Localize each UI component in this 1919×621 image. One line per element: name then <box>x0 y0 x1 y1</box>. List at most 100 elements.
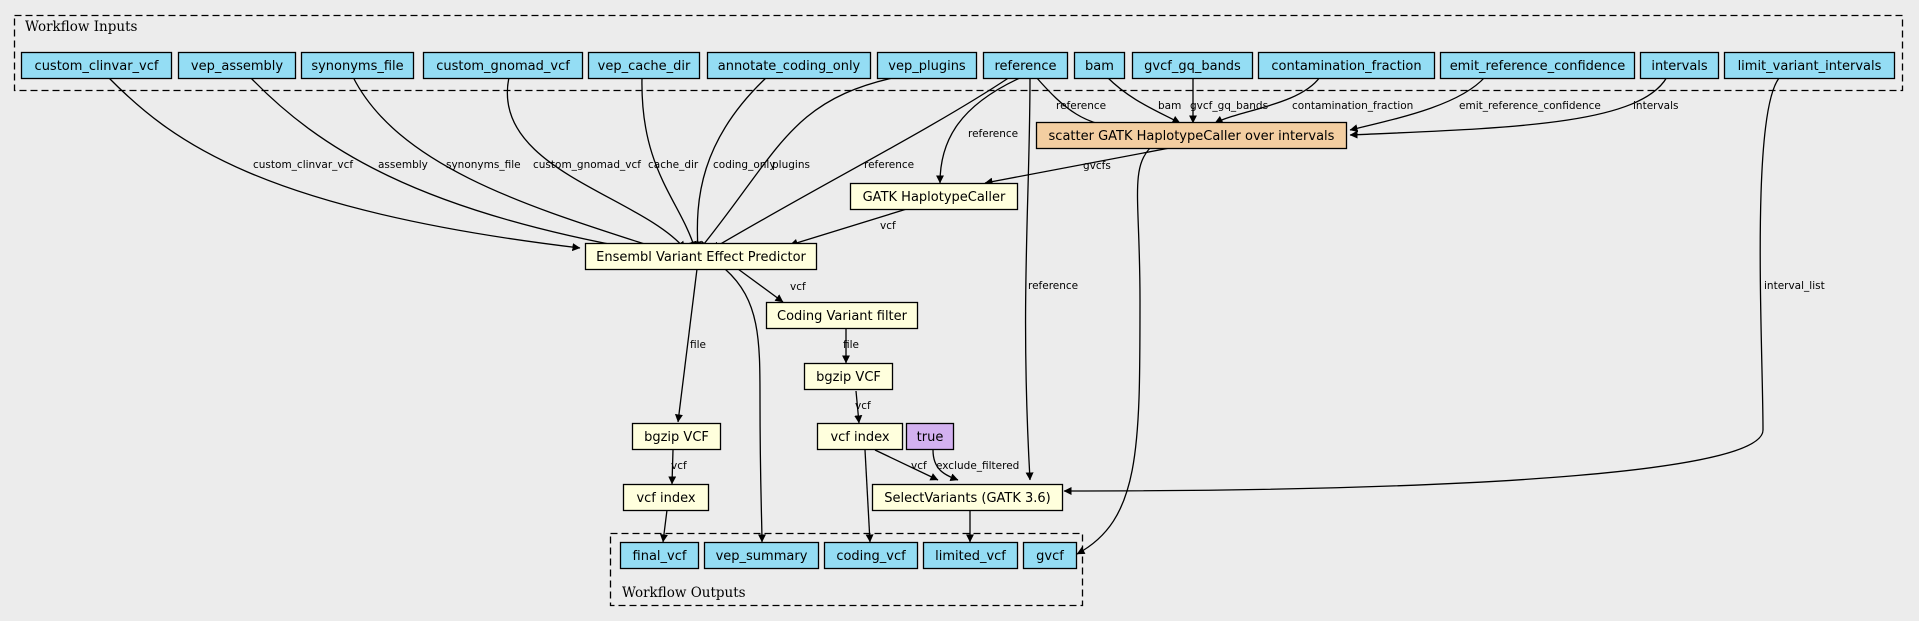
edge-label-synonyms: synonyms_file <box>446 159 521 171</box>
edge-index-coding <box>864 449 874 543</box>
svg-text:GATK HaplotypeCaller: GATK HaplotypeCaller <box>863 190 1006 205</box>
input-node-vep-assembly[interactable]: vep_assembly <box>177 51 297 80</box>
edge-scatter-gvcf <box>1076 147 1151 555</box>
svg-text:gvcf_gq_bands: gvcf_gq_bands <box>1144 59 1241 74</box>
input-node-vep-cache-dir[interactable]: vep_cache_dir <box>587 51 701 80</box>
input-node-annotate-coding-only[interactable]: annotate_coding_only <box>706 51 872 80</box>
inputs-cluster: Workflow Inputs <box>13 14 1904 92</box>
input-node-intervals[interactable]: intervals <box>1639 51 1720 80</box>
svg-text:limited_vcf: limited_vcf <box>935 549 1006 564</box>
edge-vep-summary <box>724 268 766 543</box>
input-node-emit-reference-confidence[interactable]: emit_reference_confidence <box>1439 51 1636 80</box>
edge-interval-list <box>1063 76 1781 495</box>
edge-label-bgzip2-vcf: vcf <box>671 460 687 472</box>
edge-intervals <box>1349 76 1668 139</box>
edge-label-clinvar: custom_clinvar_vcf <box>253 159 353 171</box>
input-nodes: custom_clinvar_vcf vep_assembly synonyms… <box>20 51 1896 80</box>
edge-vep-file <box>674 268 698 423</box>
svg-text:Coding Variant filter: Coding Variant filter <box>777 309 908 324</box>
svg-text:synonyms_file: synonyms_file <box>311 59 403 74</box>
step-node-bgzip-final[interactable]: bgzip VCF <box>631 422 722 451</box>
edge-gnomad <box>506 76 686 250</box>
svg-text:vep_plugins: vep_plugins <box>888 59 966 74</box>
output-node-gvcf[interactable]: gvcf <box>1022 541 1078 570</box>
input-node-limit-variant-intervals[interactable]: limit_variant_intervals <box>1723 51 1896 80</box>
input-node-custom-clinvar-vcf[interactable]: custom_clinvar_vcf <box>20 51 173 80</box>
output-node-limited-vcf[interactable]: limited_vcf <box>922 541 1019 570</box>
svg-text:Ensembl Variant Effect Predict: Ensembl Variant Effect Predictor <box>596 250 806 265</box>
edge-coding-only <box>693 76 768 250</box>
step-node-vcf-index-final[interactable]: vcf index <box>622 483 710 512</box>
input-node-synonyms-file[interactable]: synonyms_file <box>300 51 415 80</box>
edge-index-final <box>659 509 668 543</box>
svg-text:bam: bam <box>1085 59 1114 74</box>
input-node-bam[interactable]: bam <box>1073 51 1126 80</box>
svg-text:coding_vcf: coding_vcf <box>836 549 906 564</box>
step-node-coding-filter[interactable]: Coding Variant filter <box>765 301 919 330</box>
edge-label-gvcfs: gvcfs <box>1083 160 1111 172</box>
svg-text:vep_summary: vep_summary <box>716 549 808 564</box>
output-node-vep-summary[interactable]: vep_summary <box>703 541 820 570</box>
edge-label-gnomad: custom_gnomad_vcf <box>533 159 641 171</box>
svg-text:intervals: intervals <box>1651 59 1708 74</box>
input-node-vep-plugins[interactable]: vep_plugins <box>876 51 978 80</box>
svg-text:bgzip VCF: bgzip VCF <box>644 430 709 445</box>
edge-vep-vcf <box>737 268 784 303</box>
output-node-final-vcf[interactable]: final_vcf <box>619 541 700 570</box>
svg-text:custom_clinvar_vcf: custom_clinvar_vcf <box>35 59 159 74</box>
svg-text:final_vcf: final_vcf <box>633 549 687 564</box>
output-node-coding-vcf[interactable]: coding_vcf <box>823 541 919 570</box>
edge-label-hc-vcf: vcf <box>880 220 896 232</box>
step-node-haplotypecaller[interactable]: GATK HaplotypeCaller <box>849 182 1019 211</box>
step-nodes: scatter GATK HaplotypeCaller over interv… <box>584 121 1348 512</box>
edge-contamination <box>1214 76 1321 124</box>
svg-text:vep_cache_dir: vep_cache_dir <box>598 59 691 74</box>
edge-label-index-vcf: vcf <box>911 460 927 472</box>
edge-ref-vep <box>711 76 1011 250</box>
edge-ref-select <box>1024 76 1034 481</box>
svg-text:scatter GATK HaplotypeCaller o: scatter GATK HaplotypeCaller over interv… <box>1049 129 1335 144</box>
edge-label-vep-vcf: vcf <box>790 281 806 293</box>
edge-emit <box>1349 76 1486 133</box>
edges <box>107 76 1781 555</box>
edge-exclude <box>932 449 959 482</box>
svg-text:true: true <box>917 430 944 445</box>
edge-label-contamination: contamination_fraction <box>1292 100 1413 112</box>
input-node-contamination-fraction[interactable]: contamination_fraction <box>1257 51 1436 80</box>
step-node-select-variants[interactable]: SelectVariants (GATK 3.6) <box>871 483 1064 512</box>
edge-label-vep-file: file <box>690 339 706 351</box>
edge-label-filter-file: file <box>843 339 859 351</box>
edge-bam <box>1106 76 1181 124</box>
svg-text:limit_variant_intervals: limit_variant_intervals <box>1738 59 1882 74</box>
edge-synonyms <box>352 76 661 251</box>
edge-label-assembly: assembly <box>378 159 428 171</box>
edge-hc-vcf <box>789 207 911 247</box>
outputs-cluster-label: Workflow Outputs <box>622 585 746 601</box>
edge-label-intervals: intervals <box>1633 100 1679 112</box>
edge-label-ref-vep: reference <box>864 159 914 171</box>
step-node-vcf-index-coding[interactable]: vcf index <box>816 422 904 451</box>
input-node-custom-gnomad-vcf[interactable]: custom_gnomad_vcf <box>422 51 584 80</box>
edge-label-plugins: plugins <box>772 159 810 171</box>
constant-node-true[interactable]: true <box>905 422 955 451</box>
svg-text:contamination_fraction: contamination_fraction <box>1271 59 1421 74</box>
edge-label-ref-hc: reference <box>968 128 1018 140</box>
step-node-vep[interactable]: Ensembl Variant Effect Predictor <box>584 242 818 271</box>
input-node-gvcf-gq-bands[interactable]: gvcf_gq_bands <box>1131 51 1254 80</box>
edge-bgzip2-vcf <box>668 449 677 485</box>
inputs-cluster-label: Workflow Inputs <box>25 19 137 35</box>
edge-label-gq: gvcf_gq_bands <box>1190 100 1268 112</box>
edge-plugins <box>699 76 898 250</box>
edge-assembly <box>249 76 636 252</box>
step-node-scatter-haplotypecaller[interactable]: scatter GATK HaplotypeCaller over interv… <box>1035 121 1348 150</box>
edge-label-emit: emit_reference_confidence <box>1459 100 1601 112</box>
edge-clinvar <box>107 76 581 252</box>
edge-cache <box>641 76 697 250</box>
svg-text:custom_gnomad_vcf: custom_gnomad_vcf <box>436 59 570 74</box>
input-node-reference[interactable]: reference <box>982 51 1069 80</box>
step-node-bgzip-coding[interactable]: bgzip VCF <box>803 362 894 391</box>
svg-text:vep_assembly: vep_assembly <box>191 59 283 74</box>
outputs-cluster: Workflow Outputs <box>609 532 1084 607</box>
svg-text:annotate_coding_only: annotate_coding_only <box>718 59 861 74</box>
